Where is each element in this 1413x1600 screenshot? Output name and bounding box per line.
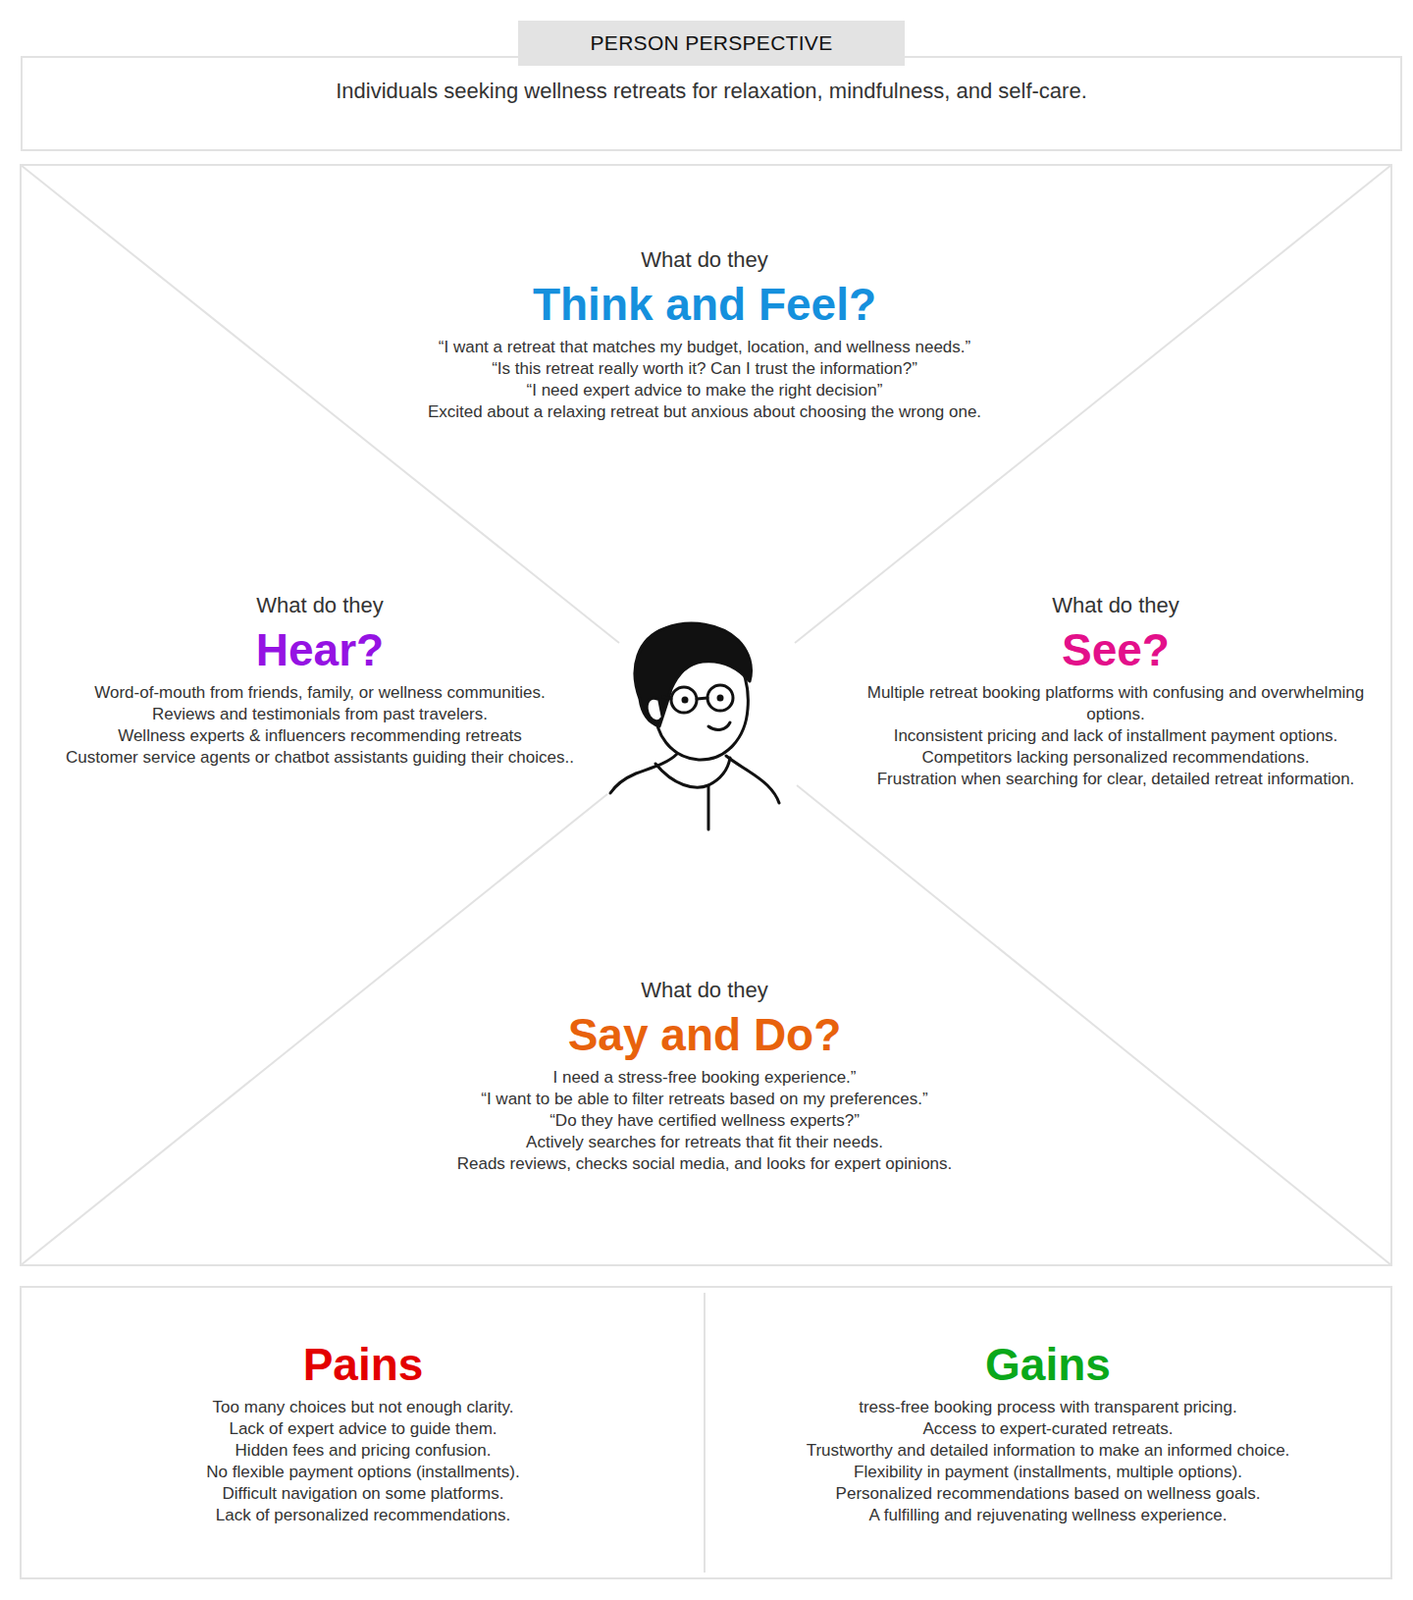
glasses xyxy=(671,686,697,713)
say-do-quadrant: What do theySay and Do? I need a stress-f… xyxy=(351,976,1058,1175)
section-tab: PERSON PERSPECTIVE xyxy=(518,20,905,66)
quadrant-item: Multiple retreat booking platforms with … xyxy=(845,681,1386,726)
quadrant-title: Hear? xyxy=(59,623,580,677)
quadrant-title: See? xyxy=(845,623,1386,677)
panel-item: tress-free booking process with transpar… xyxy=(724,1396,1372,1418)
quadrant-item: Reviews and testimonials from past trave… xyxy=(59,703,580,726)
panel-item: Hidden fees and pricing confusion. xyxy=(39,1439,687,1462)
quadrant-item: “Is this retreat really worth it? Can I … xyxy=(312,358,1098,380)
quadrant-prompt: What do they xyxy=(845,591,1386,620)
divider-line xyxy=(20,793,608,1265)
gains-panel: Gains tress-free booking process with tra… xyxy=(724,1337,1372,1526)
quadrant-item: Reads reviews, checks social media, and … xyxy=(351,1152,1058,1175)
quadrant-item: Word-of-mouth from friends, family, or w… xyxy=(59,681,580,704)
panel-item: Personalized recommendations based on we… xyxy=(724,1482,1372,1505)
persona-description: Individuals seeking wellness retreats fo… xyxy=(328,77,1095,105)
quadrant-item: Customer service agents or chatbot assis… xyxy=(59,746,580,769)
quadrant-title: Say and Do? xyxy=(351,1007,1058,1061)
eye xyxy=(682,697,687,702)
panel-title: Gains xyxy=(724,1337,1372,1391)
person-illustration xyxy=(610,623,780,830)
panel-item: Access to expert-curated retreats. xyxy=(724,1417,1372,1440)
quadrant-prompt: What do they xyxy=(312,246,1098,274)
hear-quadrant: What do theyHear? Word-of-mouth from frie… xyxy=(59,591,580,769)
quadrant-item: Frustration when searching for clear, de… xyxy=(845,768,1386,790)
glasses xyxy=(663,696,672,699)
collar xyxy=(655,757,731,787)
divider-line xyxy=(796,785,1392,1265)
glasses xyxy=(696,697,708,699)
panel-divider xyxy=(703,1292,706,1572)
quadrant-prompt: What do they xyxy=(351,976,1058,1004)
quadrant-item: Competitors lacking personalized recomme… xyxy=(845,746,1386,769)
panel-item: Trustworthy and detailed information to … xyxy=(724,1439,1372,1462)
persona-box: PERSON PERSPECTIVEIndividuals seeking we… xyxy=(20,55,1403,152)
panel-item: No flexible payment options (installment… xyxy=(39,1461,687,1483)
quadrant-item: Wellness experts & influencers recommend… xyxy=(59,725,580,747)
zipper xyxy=(707,785,711,830)
quadrant-item: I need a stress-free booking experience.… xyxy=(351,1066,1058,1089)
shoulder xyxy=(726,755,780,803)
eye xyxy=(718,695,723,700)
quadrant-item: Excited about a relaxing retreat but anx… xyxy=(312,401,1098,423)
panel-frame xyxy=(20,1286,1392,1578)
quadrant-title: Think and Feel? xyxy=(312,277,1098,331)
panel-item: Lack of expert advice to guide them. xyxy=(39,1417,687,1440)
panel-title: Pains xyxy=(39,1337,687,1391)
hair xyxy=(634,623,751,727)
panel-item: Lack of personalized recommendations. xyxy=(39,1504,687,1526)
quadrant-item: Actively searches for retreats that fit … xyxy=(351,1131,1058,1153)
quadrant-item: “Do they have certified wellness experts… xyxy=(351,1109,1058,1132)
panel-item: Difficult navigation on some platforms. xyxy=(39,1482,687,1505)
map-frame xyxy=(20,164,1392,1265)
glasses xyxy=(707,684,733,711)
think-feel-quadrant: What do theyThink and Feel? “I want a ret… xyxy=(312,246,1098,423)
quadrant-item: “I need expert advice to make the right … xyxy=(312,379,1098,402)
panel-item: Too many choices but not enough clarity. xyxy=(39,1396,687,1418)
quadrant-prompt: What do they xyxy=(59,591,580,620)
panel-item: A fulfilling and rejuvenating wellness e… xyxy=(724,1504,1372,1526)
panel-item: Flexibility in payment (installments, mu… xyxy=(724,1461,1372,1483)
pains-panel: PainsToo many choices but not enough cla… xyxy=(39,1337,687,1526)
quadrant-item: “I want a retreat that matches my budget… xyxy=(312,336,1098,359)
ear xyxy=(646,697,662,722)
quadrant-item: Inconsistent pricing and lack of install… xyxy=(845,725,1386,747)
quadrant-item: “I want to be able to filter retreats ba… xyxy=(351,1088,1058,1110)
smile xyxy=(708,722,731,730)
see-quadrant: What do theySee?Multiple retreat booking… xyxy=(845,591,1386,790)
